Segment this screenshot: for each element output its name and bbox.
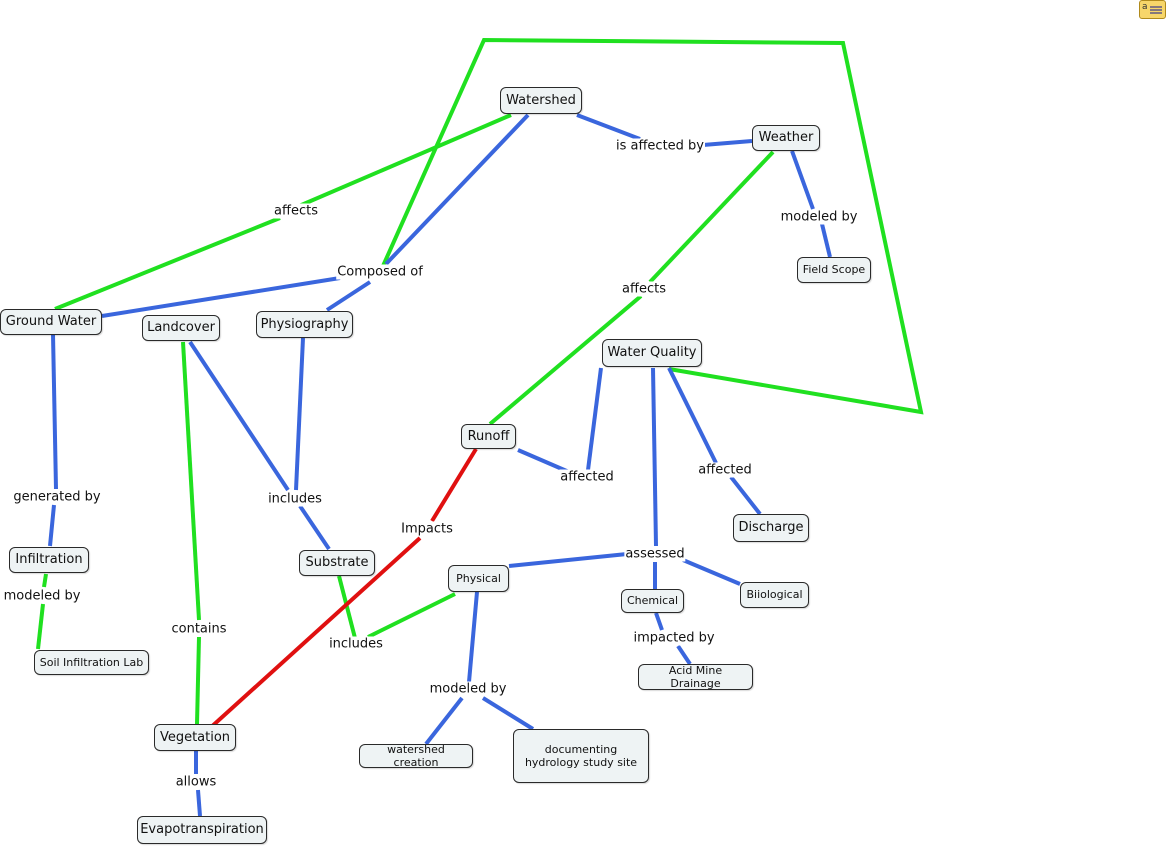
concept-physiography[interactable]: Physiography: [256, 311, 353, 338]
link-label-contains: contains: [170, 621, 228, 637]
modeledby-soillab-line: [36, 603, 45, 650]
link-label-impacted-by: impacted by: [632, 630, 716, 646]
includes-substrate-line: [298, 504, 331, 551]
annotation-icon[interactable]: a: [1139, 0, 1166, 19]
concept-field-scope[interactable]: Field Scope: [797, 257, 871, 283]
impacts-vegetation-line: [207, 536, 422, 731]
concept-watershed-creation[interactable]: watershed creation: [359, 743, 473, 769]
link-label-includes: includes: [267, 491, 323, 507]
waterquality-affected-line: [667, 367, 718, 464]
contains-vegetation-line: [195, 636, 201, 725]
waterquality-assessed-line: [651, 367, 658, 547]
watershed-composedof-line: [384, 113, 530, 266]
link-label-includes: includes: [328, 636, 384, 652]
physical-includes-line: [367, 592, 456, 639]
concept-biological[interactable]: Biiological: [740, 582, 809, 608]
link-label-impacts: Impacts: [400, 521, 454, 537]
concept-acid-mine-drainage[interactable]: Acid Mine Drainage: [638, 664, 753, 690]
composedof-physiography-line: [325, 280, 372, 312]
substrate-includes-line: [337, 575, 357, 639]
watershed-isaffectedby-line: [576, 113, 641, 141]
link-label-assessed: assessed: [624, 546, 686, 562]
concept-water-quality[interactable]: Water Quality: [602, 339, 702, 367]
link-label-affected: affected: [697, 462, 753, 478]
link-label-affects: affects: [273, 203, 319, 219]
impactedby-acidmine-line: [676, 644, 692, 666]
concept-documenting-hydrology-study-site[interactable]: documenting hydrology study site: [513, 729, 649, 783]
concept-vegetation[interactable]: Vegetation: [154, 724, 236, 751]
generatedby-infiltration-line: [48, 504, 56, 547]
chemical-impactedby-line: [654, 612, 664, 631]
link-label-generated-by: generated by: [12, 489, 102, 505]
affects-groundwater-line: [54, 216, 281, 311]
concept-evapotranspiration[interactable]: Evapotranspiration: [137, 816, 267, 844]
link-label-is-affected-by: is affected by: [614, 138, 706, 154]
assessed-physical-line: [508, 552, 628, 568]
concept-discharge[interactable]: Discharge: [733, 514, 809, 542]
weather-affects-line: [648, 150, 775, 284]
affected-discharge-line: [729, 475, 762, 516]
link-label-composed-of: Composed of: [336, 264, 424, 280]
concept-runoff[interactable]: Runoff: [461, 424, 516, 449]
landcover-includes-line: [188, 340, 290, 492]
runoff-impacts-line: [430, 447, 478, 523]
composedof-groundwater-line: [101, 276, 341, 318]
lines-icon: [1149, 6, 1162, 14]
modeledby-fieldscope-line: [820, 223, 832, 258]
concept-weather[interactable]: Weather: [752, 125, 820, 151]
infiltration-modeledby-line: [42, 573, 48, 588]
link-label-modeled-by: modeled by: [428, 681, 508, 697]
link-label-affects: affects: [621, 281, 667, 297]
groundwater-generatedby-line: [51, 333, 58, 490]
runoff-affected-line: [517, 448, 570, 474]
concept-substrate[interactable]: Substrate: [299, 550, 375, 576]
modeledby-documenting-line: [481, 696, 535, 731]
concept-physical[interactable]: Physical: [448, 565, 509, 592]
assessed-biological-line: [682, 558, 741, 586]
physiography-includes-line: [294, 337, 305, 491]
link-label-affected: affected: [559, 469, 615, 485]
link-label-allows: allows: [174, 774, 218, 790]
link-label-modeled-by: modeled by: [2, 588, 82, 604]
concept-watershed[interactable]: Watershed: [500, 87, 582, 114]
concept-chemical[interactable]: Chemical: [621, 589, 684, 613]
affects-runoff-line: [488, 294, 643, 426]
modeledby-watershedcreation-line: [424, 696, 464, 746]
physical-modeledby-line: [467, 591, 479, 683]
affected-waterquality-line: [586, 367, 603, 471]
allows-evapotranspiration-line: [196, 789, 202, 817]
green-loop-line: [381, 37, 924, 415]
isaffectedby-weather-line: [702, 139, 753, 147]
watershed-affects-line: [291, 113, 512, 211]
concept-ground-water[interactable]: Ground Water: [0, 309, 102, 335]
landcover-contains-line: [181, 341, 201, 621]
weather-modeledby-line: [790, 150, 815, 210]
concept-soil-infiltration-lab[interactable]: Soil Infiltration Lab: [34, 650, 149, 675]
annotation-icon-glyph: a: [1142, 2, 1148, 12]
concept-landcover[interactable]: Landcover: [142, 315, 220, 341]
link-label-modeled-by: modeled by: [779, 209, 859, 225]
concept-infiltration[interactable]: Infiltration: [9, 547, 89, 573]
